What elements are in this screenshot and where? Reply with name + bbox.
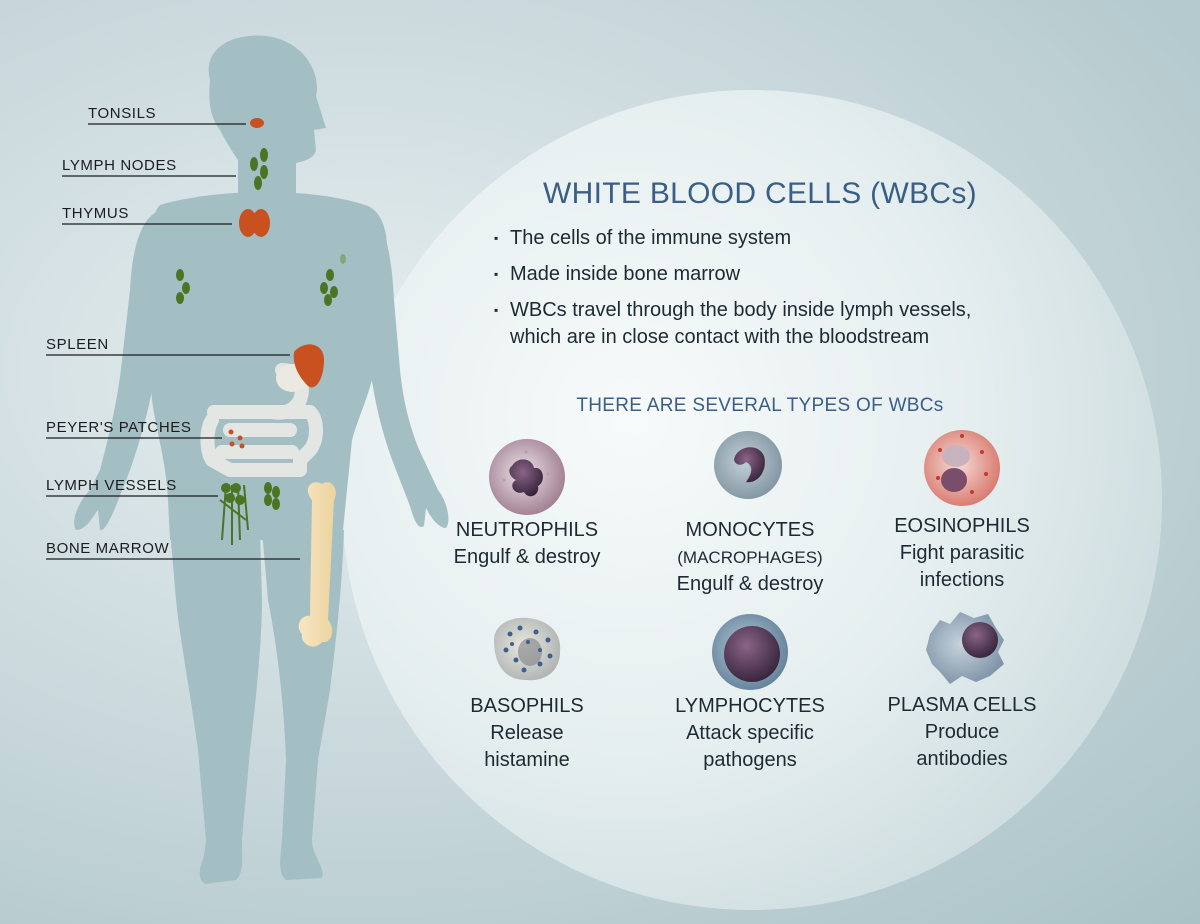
bullet-list: The cells of the immune system Made insi…: [494, 225, 1014, 360]
spleen-organ: [293, 344, 324, 388]
cell-function: Release: [490, 722, 564, 744]
cell-function: Produce: [924, 721, 1000, 743]
lymphocytes-caption: LYMPHOCYTES Attack specific pathogens: [640, 693, 860, 774]
armpit-node: [340, 254, 346, 264]
cell-type-name: NEUTROPHILS: [455, 519, 599, 541]
label-spleen: SPLEEN: [46, 336, 109, 353]
label-tonsils: TONSILS: [88, 105, 157, 122]
eosinophil-cell: [924, 430, 1000, 506]
monocyte-cell: [714, 431, 782, 499]
lymphocyte-cell: [712, 614, 788, 690]
cell-function: infections: [919, 569, 1005, 591]
thymus-organ: [239, 209, 270, 237]
label-lymph-vessels: LYMPH VESSELS: [46, 477, 177, 494]
cell-type-name: EOSINOPHILS: [894, 515, 1030, 537]
neutrophils-caption: NEUTROPHILS Engulf & destroy: [417, 517, 637, 571]
cell-function: Fight parasitic: [899, 542, 1025, 564]
cell-type-name: BASOPHILS: [470, 695, 584, 717]
peyers-patches-organ: [228, 429, 245, 449]
bullet-item: WBCs travel through the body inside lymp…: [494, 297, 1014, 351]
cell-type-alt-name: (MACROPHAGES): [677, 548, 823, 567]
types-subtitle: THERE ARE SEVERAL TYPES OF WBCs: [576, 395, 944, 416]
femur-bone: [298, 482, 336, 647]
eosinophils-caption: EOSINOPHILS Fight parasitic infections: [852, 513, 1072, 594]
info-circle: [342, 90, 1162, 910]
cell-function: pathogens: [703, 749, 797, 771]
cell-function: Engulf & destroy: [676, 573, 824, 595]
plasma-cell: [926, 612, 1004, 684]
cell-function: histamine: [484, 749, 570, 771]
cell-type-name: MONOCYTES: [685, 519, 815, 541]
monocytes-caption: MONOCYTES (MACROPHAGES) Engulf & destroy: [640, 517, 860, 598]
cell-function: Engulf & destroy: [453, 546, 601, 568]
label-lymph-nodes: LYMPH NODES: [62, 157, 177, 174]
label-leader-lines: [46, 123, 300, 560]
neutrophil-cell: [489, 439, 565, 515]
cell-type-name: LYMPHOCYTES: [675, 695, 825, 717]
cell-type-name: PLASMA CELLS: [887, 694, 1037, 716]
tonsils-organ: [250, 118, 264, 128]
lymph-vessels-graphic: [219, 483, 249, 545]
label-thymus: THYMUS: [62, 205, 129, 222]
cell-function: antibodies: [916, 748, 1008, 770]
label-bone-marrow: BONE MARROW: [46, 540, 170, 557]
label-peyers-patches: PEYER'S PATCHES: [46, 419, 192, 436]
plasma-cells-caption: PLASMA CELLS Produce antibodies: [852, 692, 1072, 773]
bullet-item: Made inside bone marrow: [494, 261, 1014, 288]
panel-title: WHITE BLOOD CELLS (WBCs): [543, 177, 977, 210]
basophil-cell: [494, 617, 561, 681]
cell-function: Attack specific: [686, 722, 814, 744]
basophils-caption: BASOPHILS Release histamine: [417, 693, 637, 774]
lymph-nodes-graphic: [176, 148, 338, 510]
bullet-item: The cells of the immune system: [494, 225, 1014, 252]
